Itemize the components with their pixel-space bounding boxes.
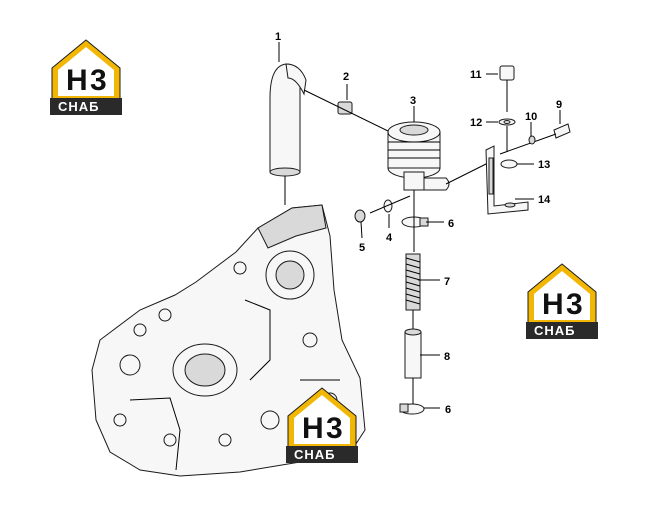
breather-pipe [269,63,307,205]
callout-1: 1 [275,31,281,43]
washer-4 [369,195,411,214]
callout-labels: 1 2 3 4 5 6 6 7 8 9 10 11 12 13 14 [275,31,562,416]
washer-12 [498,118,516,152]
callout-11: 11 [470,69,482,81]
callout-8: 8 [444,351,450,363]
callout-13: 13 [538,159,550,171]
callout-5: 5 [359,242,365,254]
logo-mark: H [542,288,564,321]
callout-3: 3 [410,95,416,107]
callout-2: 2 [343,71,349,83]
spring-hose-7 [405,253,421,330]
callout-4: 4 [386,232,393,244]
bracket-14 [485,145,529,215]
callout-7: 7 [444,276,450,288]
logo-caption: CHAБ [294,447,336,462]
callout-leaders [278,42,561,409]
brand-logo-top-left: H 3 CHAБ [49,39,123,116]
brand-logo-right: H 3 CHAБ [525,263,599,340]
brand-logo-bottom: H 3 CHAБ [285,387,359,464]
hose-8 [404,328,422,404]
logo-mark-digit: 3 [326,412,343,445]
callout-12: 12 [470,117,482,129]
breather-canister [387,121,491,191]
callout-10: 10 [525,111,537,123]
logo-mark-digit: 3 [90,64,107,97]
logo-caption: CHAБ [58,99,100,114]
washer-10 [528,135,536,145]
bolt-9 [499,123,571,155]
logo-mark: H [302,412,324,445]
clamp-6-lower [399,403,425,415]
clamp-6-upper [401,190,429,252]
nut-5 [354,209,366,223]
hose-clamp-top [303,89,391,133]
callout-9: 9 [556,99,562,111]
logo-caption: CHAБ [534,323,576,338]
callout-6-lower: 6 [445,404,451,416]
logo-mark-digit: 3 [566,288,583,321]
bolt-11 [499,65,515,112]
callout-6-upper: 6 [448,218,454,230]
logo-mark: H [66,64,88,97]
washer-13 [500,159,518,169]
callout-14: 14 [538,194,551,206]
